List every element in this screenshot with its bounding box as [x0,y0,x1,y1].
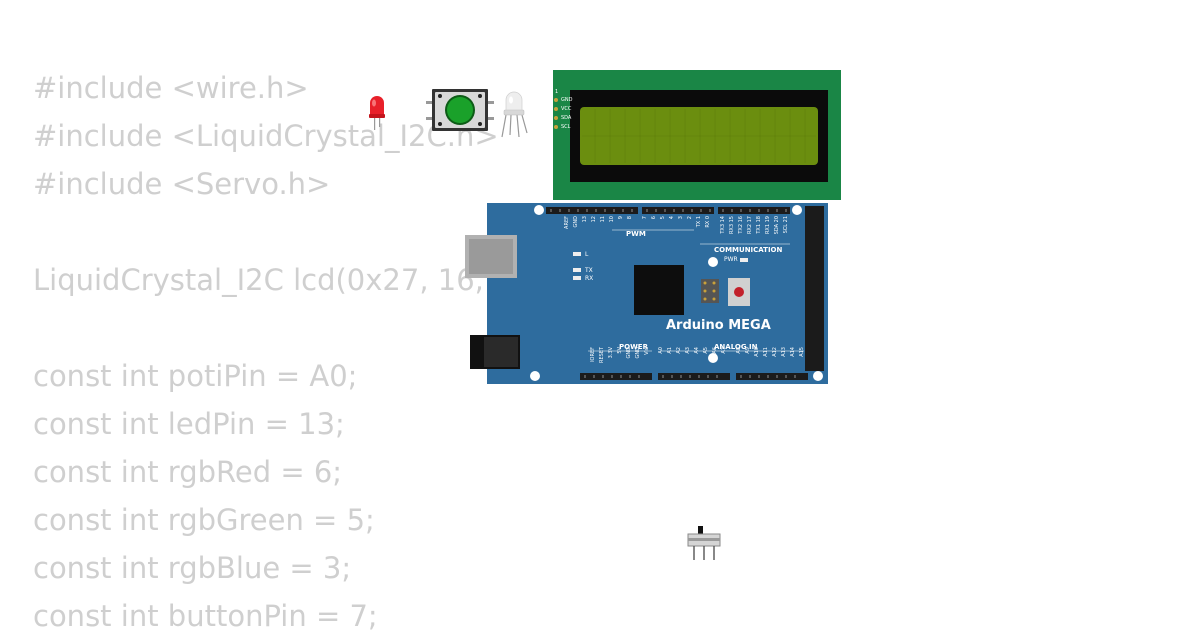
pin-label-a1: A1 [667,347,673,354]
pin-label-a5: A5 [703,347,709,354]
pin-label-tx1-comm: TX1 18 [756,216,762,234]
pin-label-8: 8 [627,216,633,220]
pin-label-reset: RESET [599,347,605,364]
code-line: #include <Servo.h> [33,167,331,201]
led-l-label: L [585,251,589,258]
pin-label-rx2: RX2 17 [747,216,753,235]
pin-label-aref: AREF [564,216,570,229]
pwm-label: PWM [626,230,646,238]
board-name: Arduino MEGA [666,318,771,333]
code-line: const int rgbGreen = 5; [33,503,375,537]
pin-label-6: 6 [651,216,657,220]
bottom-header-labels: IOREF RESET 3.3V 5V GND GND Vin A0 A1 A2… [590,347,810,373]
pin-label-a8: A8 [736,347,742,354]
pin-label-9: 9 [618,216,624,220]
pin-label-tx1: TX 1 [696,216,702,228]
pin-label-11: 11 [600,216,606,223]
pin-label-13: 13 [582,216,588,223]
pin-label-a4: A4 [694,347,700,354]
pin-label-gnd-2: GND [635,347,641,359]
led-rx-label: RX [585,275,594,282]
pin-label-a15: A15 [799,347,805,357]
pin-label-10: 10 [609,216,615,223]
lcd-pin-scl: SCL [561,124,571,130]
pin-label-12: 12 [591,216,597,223]
pin-label-4: 4 [669,216,675,220]
pin-label-rx1-comm: RX1 19 [765,216,771,235]
arduino-mega-board[interactable]: AREF GND 13 12 11 10 9 8 7 6 5 4 3 2 TX … [464,201,830,386]
code-line: const int ledPin = 13; [33,407,345,441]
pin-label-7: 7 [642,216,648,220]
pin-label-3: 3 [678,216,684,220]
pin-label-5: 5 [660,216,666,220]
rgb-led-icon[interactable] [497,91,531,139]
pin-label-2: 2 [687,216,693,220]
lcd-pin-vcc: VCC [561,106,572,112]
lcd-pin-gnd: GND [561,97,573,103]
pin-label-a13: A13 [781,347,787,357]
lcd-1602-i2c[interactable]: 1 GND VCC SDA SCL [553,70,841,200]
communication-label: COMMUNICATION [714,246,783,254]
pin-label-a6: A6 [712,347,718,354]
green-pushbutton-icon[interactable] [426,86,494,134]
code-line: const int rgbBlue = 3; [33,551,352,585]
led-tx-label: TX [585,267,593,274]
code-line: const int rgbRed = 6; [33,455,343,489]
pin-label-tx3: TX3 14 [720,216,726,234]
pin-label-a2: A2 [676,347,682,354]
pin-label-a10: A10 [754,347,760,357]
lcd-pin-one-marker: 1 [555,89,559,95]
code-line: const int potiPin = A0; [33,359,358,393]
pin-label-scl: SCL 21 [783,216,789,234]
pin-label-tx2: TX2 16 [738,216,744,234]
top-header-labels: AREF GND 13 12 11 10 9 8 7 6 5 4 3 2 TX … [564,216,804,246]
pin-label-rx3: RX3 15 [729,216,735,235]
pin-label-3v3: 3.3V [608,347,614,359]
pin-label-rx0: RX 0 [705,216,711,228]
pin-label-gnd: GND [573,216,579,228]
slide-switch-icon[interactable] [686,524,722,562]
code-line: const int buttonPin = 7; [33,599,378,633]
lcd-pin-sda: SDA [561,115,572,121]
pin-label-5v: 5V [617,347,623,354]
power-label: POWER [619,343,648,351]
pin-label-gnd-1: GND [626,347,632,359]
code-line: #include <wire.h> [33,71,309,105]
pin-label-a0: A0 [658,347,664,354]
analog-in-label: ANALOG IN [714,343,758,351]
pin-label-a3: A3 [685,347,691,354]
pin-label-a11: A11 [763,347,769,357]
red-led-icon[interactable] [366,94,388,130]
pin-label-a14: A14 [790,347,796,357]
pin-label-a9: A9 [745,347,751,354]
pin-label-a7: A7 [721,347,727,354]
pin-label-vin: Vin [644,347,650,355]
pwr-label: PWR [724,256,738,263]
pin-label-ioref: IOREF [590,347,596,362]
pin-label-sda: SDA 20 [774,216,780,235]
pin-label-a12: A12 [772,347,778,357]
